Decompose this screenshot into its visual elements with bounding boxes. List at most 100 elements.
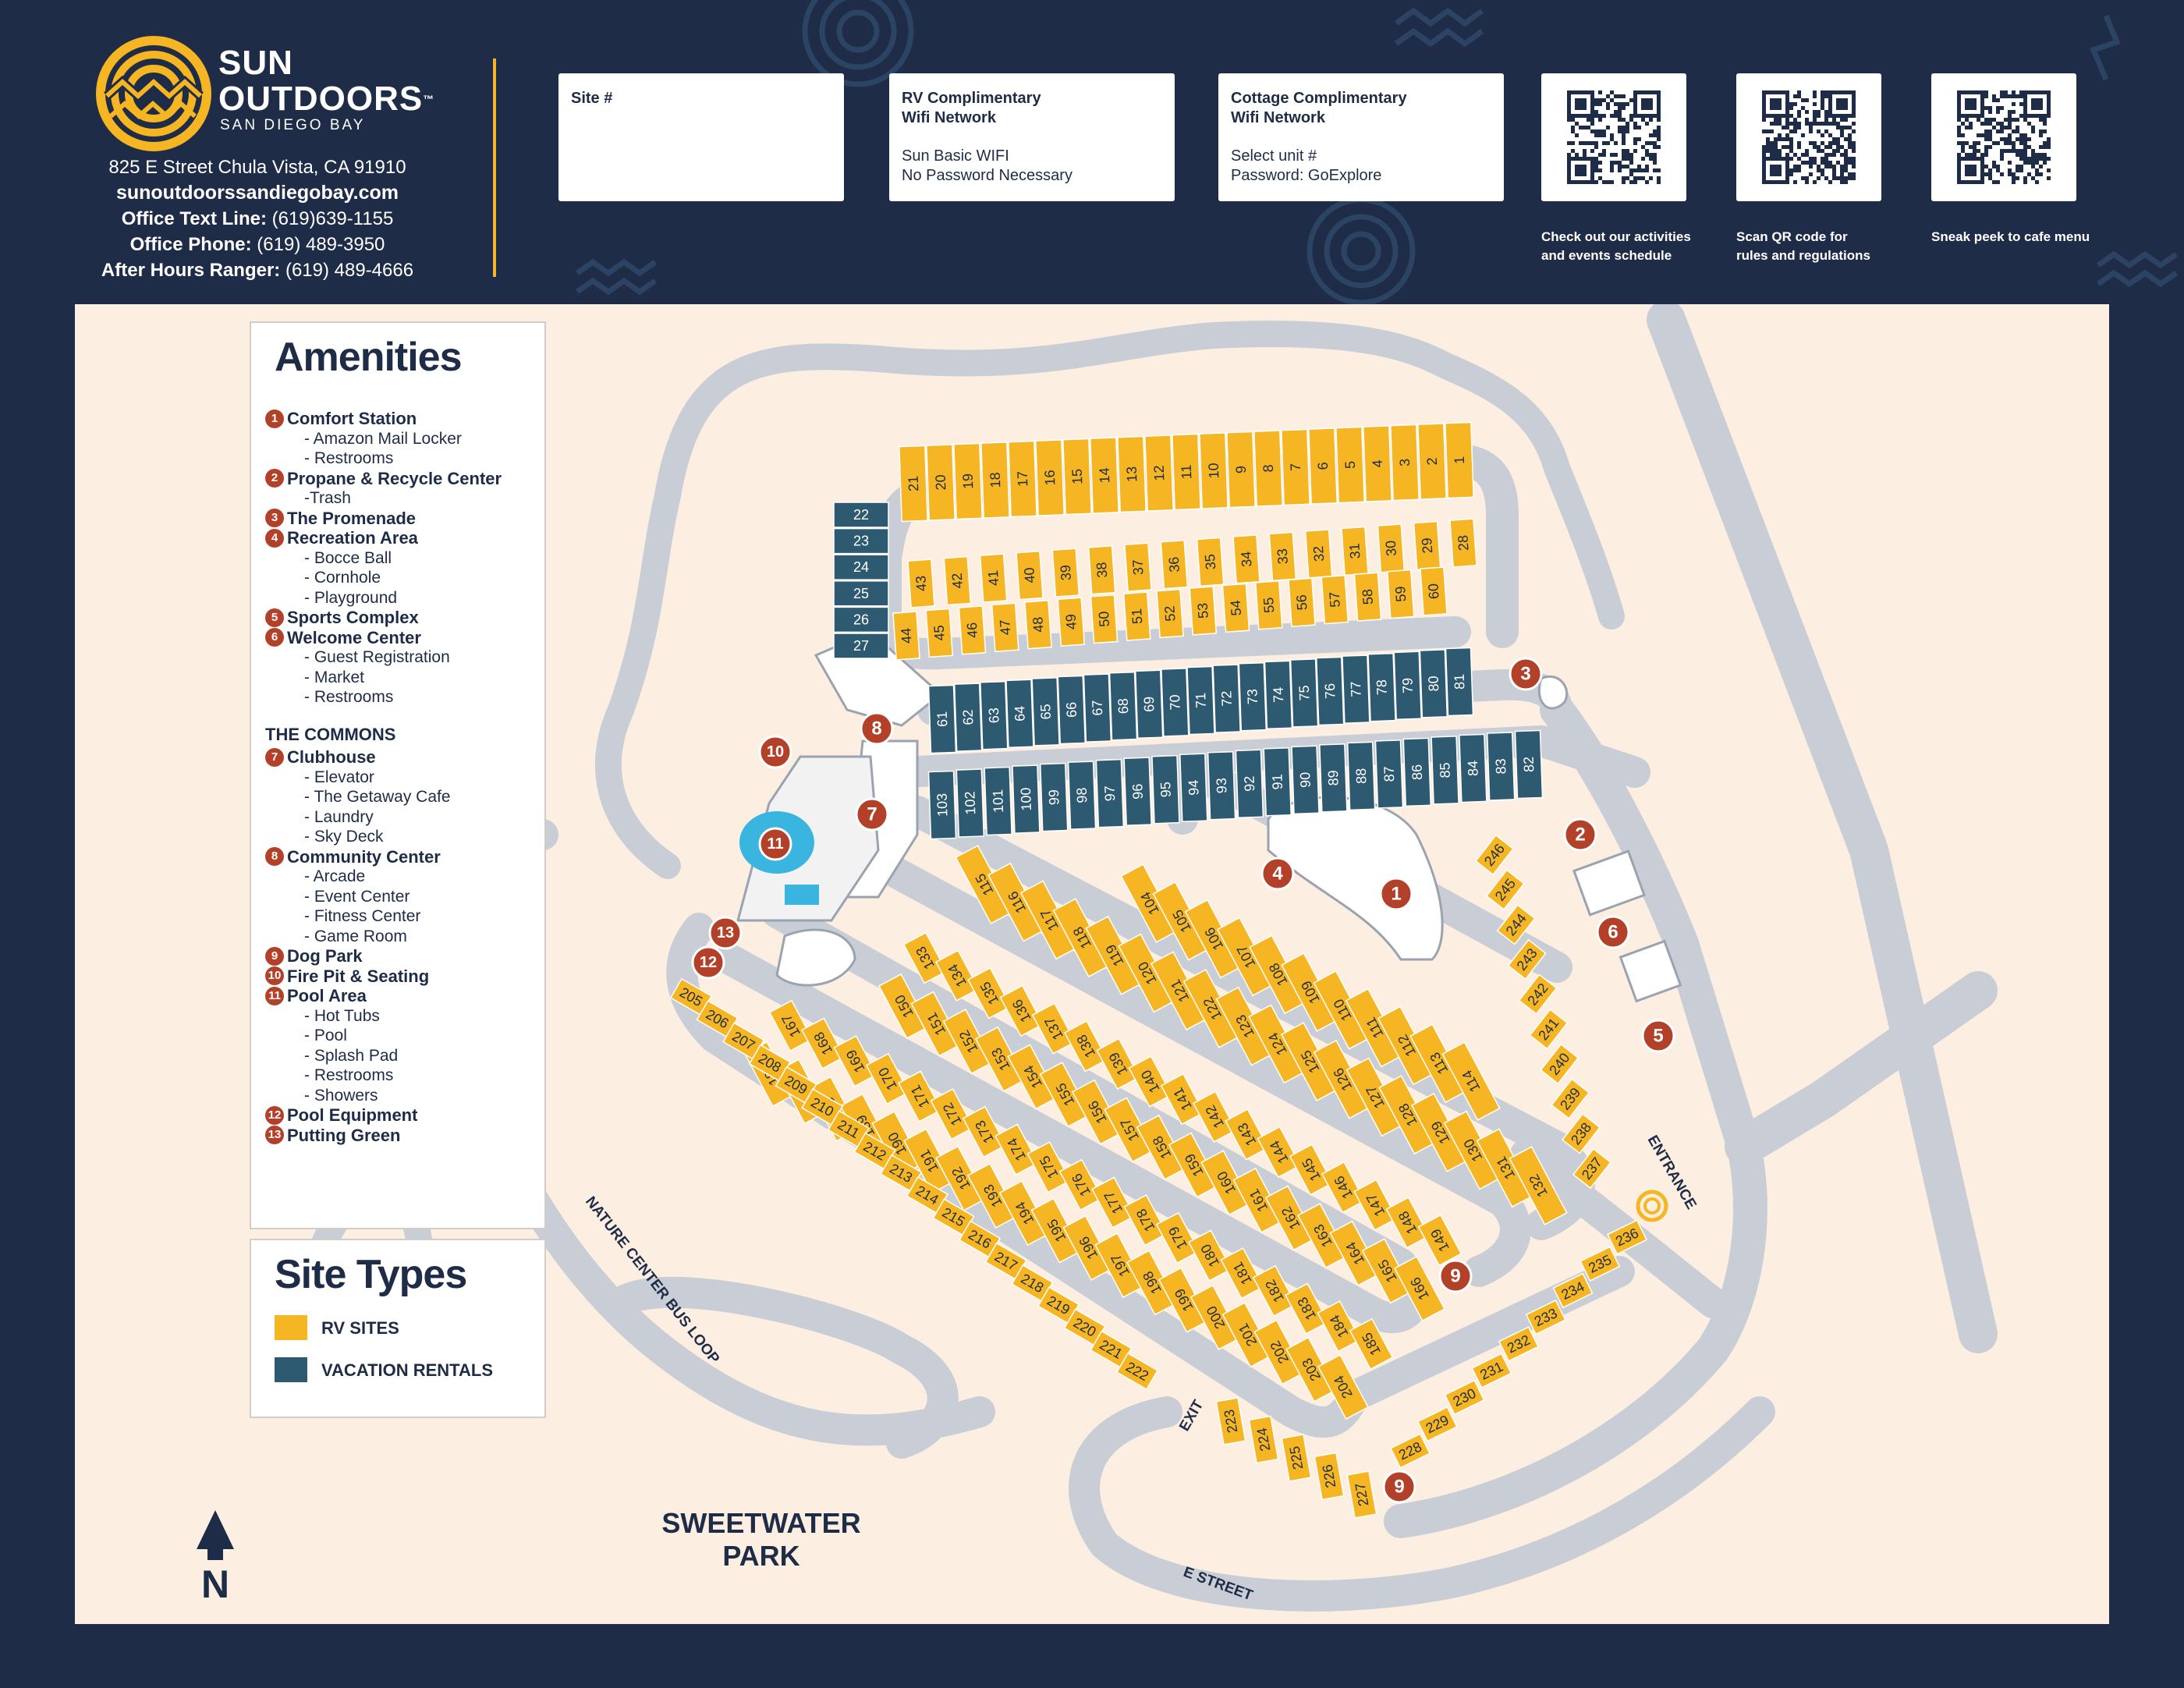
website-link[interactable]: sunoutdoorssandiegobay.com: [115, 182, 399, 204]
site-pad[interactable]: 88: [1346, 741, 1376, 811]
site-pad[interactable]: 41: [979, 553, 1008, 603]
site-pad[interactable]: 40: [1016, 550, 1044, 601]
site-pad[interactable]: 107: [1216, 917, 1276, 997]
site-pad[interactable]: 236: [1606, 1219, 1648, 1255]
site-pad[interactable]: 27: [833, 633, 889, 659]
site-pad[interactable]: 12: [1144, 434, 1174, 512]
site-pad[interactable]: 3: [1390, 424, 1420, 502]
site-pad[interactable]: 141: [1160, 1073, 1205, 1126]
site-pad[interactable]: 25: [833, 580, 889, 607]
site-pad[interactable]: 51: [1122, 591, 1151, 641]
site-pad[interactable]: 72: [1212, 664, 1241, 733]
site-pad[interactable]: 86: [1402, 737, 1432, 807]
site-pad[interactable]: 38: [1087, 544, 1116, 595]
site-pad[interactable]: 176: [1058, 1158, 1104, 1211]
site-pad[interactable]: 79: [1393, 651, 1422, 721]
site-pad[interactable]: 208: [748, 1044, 792, 1082]
site-pad[interactable]: 87: [1374, 739, 1404, 809]
site-pad[interactable]: 94: [1179, 753, 1208, 823]
site-pad[interactable]: 65: [1031, 677, 1060, 746]
site-pad[interactable]: 91: [1263, 746, 1292, 817]
site-pad[interactable]: 6: [1308, 427, 1338, 505]
amenity-marker[interactable]: 9: [1438, 1259, 1473, 1293]
site-pad[interactable]: 101: [984, 766, 1012, 836]
site-pad[interactable]: 64: [1005, 679, 1034, 749]
site-pad[interactable]: 16: [1035, 439, 1065, 516]
site-pad[interactable]: 154: [1007, 1044, 1059, 1110]
site-pad[interactable]: 235: [1580, 1246, 1621, 1282]
site-pad[interactable]: 21: [899, 445, 928, 523]
site-pad[interactable]: 83: [1486, 732, 1516, 801]
site-pad[interactable]: 84: [1459, 733, 1487, 803]
site-pad[interactable]: 102: [956, 768, 985, 838]
site-pad[interactable]: 58: [1353, 572, 1382, 622]
site-pad[interactable]: 127: [1346, 1057, 1405, 1137]
site-pad[interactable]: 59: [1386, 569, 1415, 619]
site-pad[interactable]: 171: [898, 1070, 942, 1122]
site-pad[interactable]: 31: [1341, 526, 1369, 576]
site-pad[interactable]: 68: [1108, 671, 1138, 741]
site-pad[interactable]: 136: [999, 984, 1044, 1037]
site-pad[interactable]: 13: [1117, 435, 1147, 513]
site-pad[interactable]: 1: [1445, 421, 1474, 499]
amenity-marker[interactable]: 3: [1509, 657, 1543, 691]
site-pad[interactable]: 129: [1411, 1092, 1470, 1172]
site-pad[interactable]: 172: [930, 1088, 974, 1140]
site-pad[interactable]: 132: [1509, 1146, 1568, 1225]
site-pad[interactable]: 240: [1540, 1043, 1580, 1085]
site-pad[interactable]: 54: [1221, 583, 1250, 633]
site-pad[interactable]: 61: [927, 684, 957, 754]
site-pad[interactable]: 47: [991, 602, 1019, 653]
site-pad[interactable]: 36: [1160, 539, 1189, 590]
site-pad[interactable]: 124: [1248, 1004, 1307, 1084]
site-pad[interactable]: 10: [1199, 432, 1228, 509]
site-pad[interactable]: 233: [1525, 1299, 1566, 1335]
site-pad[interactable]: 30: [1377, 523, 1406, 573]
site-pad[interactable]: 57: [1321, 574, 1349, 625]
site-pad[interactable]: 239: [1551, 1078, 1590, 1119]
site-pad[interactable]: 142: [1192, 1090, 1237, 1143]
site-pad[interactable]: 183: [1285, 1282, 1329, 1335]
site-pad[interactable]: 43: [907, 559, 935, 608]
site-pad[interactable]: 28: [1449, 518, 1477, 568]
site-pad[interactable]: 170: [865, 1052, 910, 1105]
site-pad[interactable]: 80: [1419, 649, 1448, 718]
amenity-marker[interactable]: 9: [1382, 1470, 1416, 1504]
amenity-marker[interactable]: 7: [855, 797, 889, 832]
site-pad[interactable]: 73: [1238, 661, 1268, 732]
site-pad[interactable]: 174: [994, 1123, 1039, 1176]
site-pad[interactable]: 145: [1289, 1144, 1334, 1196]
amenity-marker[interactable]: 10: [758, 735, 792, 769]
site-pad[interactable]: 140: [1128, 1055, 1173, 1108]
site-pad[interactable]: 149: [1417, 1214, 1462, 1267]
site-pad[interactable]: 245: [1485, 869, 1525, 910]
site-pad[interactable]: 18: [980, 442, 1010, 519]
site-pad[interactable]: 35: [1196, 537, 1225, 587]
site-pad[interactable]: 99: [1039, 762, 1069, 832]
site-pad[interactable]: 96: [1123, 757, 1152, 826]
amenity-marker[interactable]: 5: [1641, 1019, 1675, 1053]
site-pad[interactable]: 182: [1252, 1264, 1297, 1317]
site-pad[interactable]: 53: [1189, 586, 1218, 636]
amenity-marker[interactable]: 6: [1596, 915, 1630, 949]
site-pad[interactable]: 139: [1096, 1037, 1140, 1090]
site-number-box[interactable]: Site #: [558, 73, 844, 201]
site-pad[interactable]: 55: [1254, 580, 1283, 630]
site-pad[interactable]: 78: [1367, 652, 1396, 722]
site-pad[interactable]: 95: [1151, 754, 1180, 824]
site-pad[interactable]: 169: [833, 1035, 878, 1087]
site-pad[interactable]: 103: [927, 770, 957, 840]
site-pad[interactable]: 69: [1134, 669, 1164, 739]
site-pad[interactable]: 15: [1062, 438, 1092, 516]
site-pad[interactable]: 229: [1416, 1406, 1458, 1442]
site-pad[interactable]: 234: [1552, 1272, 1594, 1309]
site-pad[interactable]: 146: [1321, 1161, 1366, 1214]
site-pad[interactable]: 97: [1095, 758, 1125, 828]
site-pad[interactable]: 230: [1444, 1379, 1485, 1416]
site-pad[interactable]: 4: [1363, 425, 1392, 502]
site-pad[interactable]: 26: [833, 606, 889, 633]
site-pad[interactable]: 156: [1071, 1079, 1123, 1145]
site-pad[interactable]: 180: [1188, 1229, 1232, 1282]
site-pad[interactable]: 147: [1353, 1179, 1398, 1231]
site-pad[interactable]: 144: [1257, 1126, 1302, 1179]
